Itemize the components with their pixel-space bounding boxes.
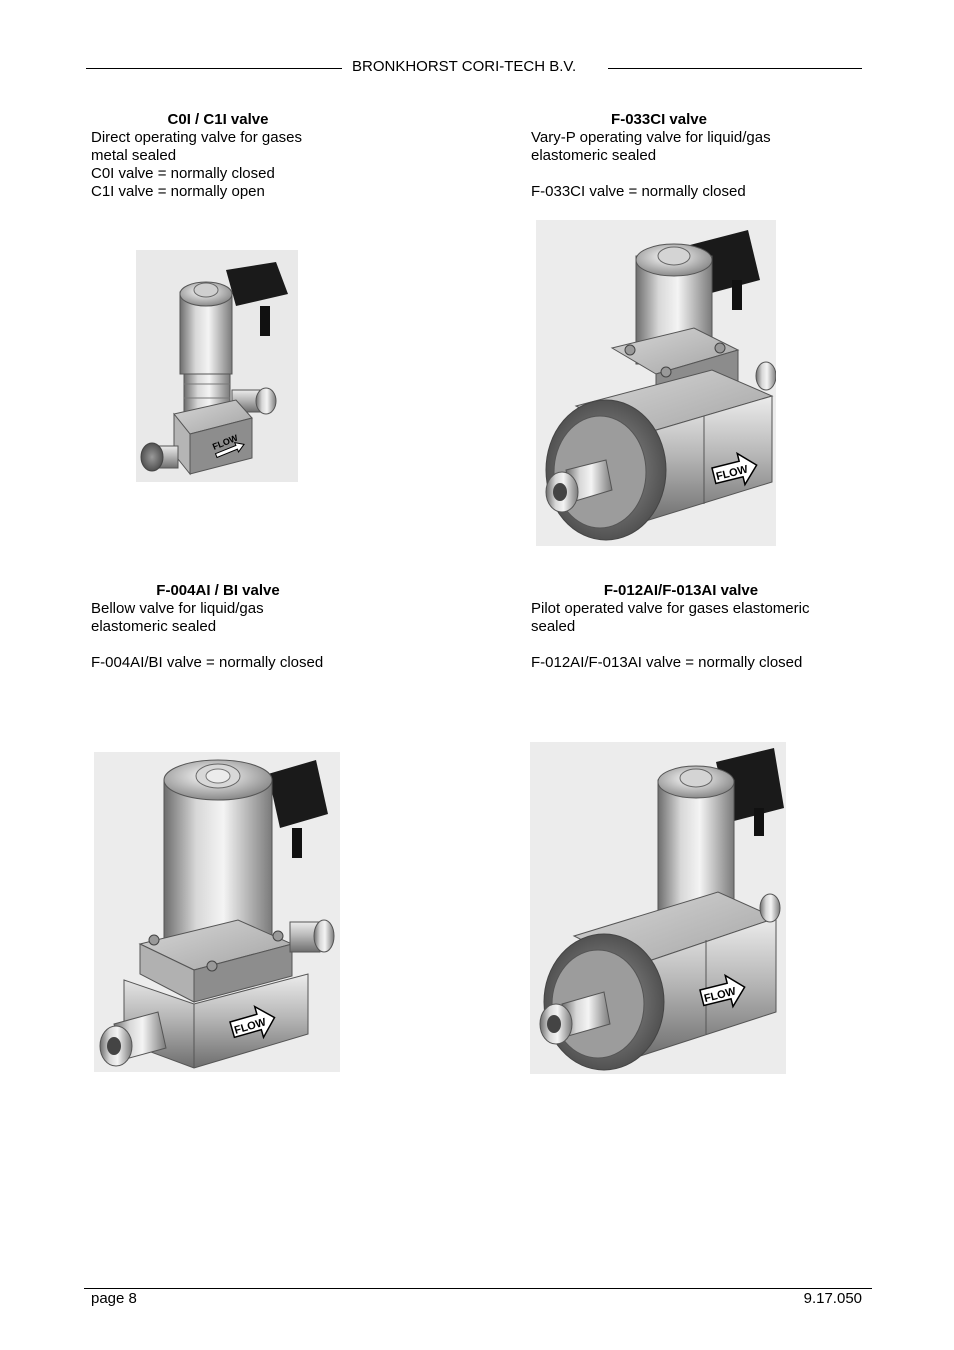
- header-company: BRONKHORST CORI-TECH B.V.: [352, 58, 577, 75]
- description-line: elastomeric sealed: [531, 147, 657, 164]
- header-rule-right: [608, 68, 862, 69]
- document-number: 9.17.050: [803, 1290, 862, 1307]
- valve-description: Bellow valve for liquid/gas elastomeric …: [91, 600, 323, 672]
- description-line: Bellow valve for liquid/gas: [91, 600, 264, 617]
- description-line: [531, 165, 771, 183]
- f033ci-valve-image: FLOW: [536, 220, 776, 546]
- description-line: metal sealed: [91, 147, 177, 164]
- description-line: Direct operating valve for gases: [91, 129, 302, 146]
- f012ai-valve-image: FLOW: [530, 742, 786, 1074]
- header-rule-left: [86, 68, 342, 69]
- page-number: page 8: [91, 1290, 137, 1307]
- valve-title: F-033CI valve: [611, 111, 707, 128]
- valve-title: C0I / C1I valve: [167, 111, 269, 128]
- valve-description: Vary-P operating valve for liquid/gas el…: [531, 129, 771, 201]
- description-line: C1I valve = normally open: [91, 183, 265, 200]
- description-line: C0I valve = normally closed: [91, 165, 275, 182]
- description-line: [531, 636, 809, 654]
- description-line: F-012AI/F-013AI valve = normally closed: [531, 654, 803, 671]
- description-line: Pilot operated valve for gases elastomer…: [531, 600, 810, 617]
- description-line: elastomeric sealed: [91, 618, 217, 635]
- c0i-valve-image: FLOW: [136, 250, 298, 482]
- description-line: sealed: [531, 618, 576, 635]
- valve-description: Direct operating valve for gases metal s…: [91, 129, 302, 201]
- description-line: F-004AI/BI valve = normally closed: [91, 654, 324, 671]
- valve-title: F-012AI/F-013AI valve: [603, 582, 759, 599]
- valve-description: Pilot operated valve for gases elastomer…: [531, 600, 809, 672]
- description-line: [91, 636, 323, 654]
- footer-rule: [84, 1288, 872, 1289]
- description-line: Vary-P operating valve for liquid/gas: [531, 129, 771, 146]
- f004ai-valve-image: FLOW: [94, 752, 340, 1072]
- valve-title: F-004AI / BI valve: [156, 582, 280, 599]
- description-line: F-033CI valve = normally closed: [531, 183, 746, 200]
